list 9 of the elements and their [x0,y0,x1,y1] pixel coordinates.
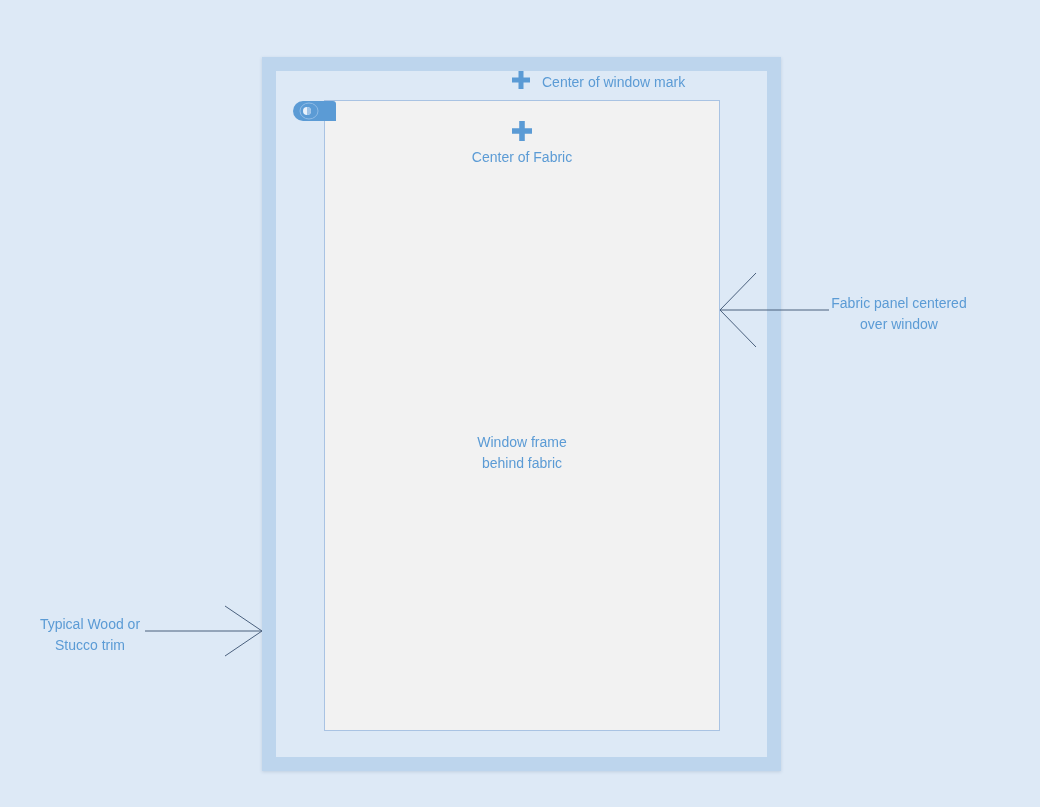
mark-label: Center of window mark [542,73,686,92]
callout-text: Typical Wood or Stucco trim [35,614,145,656]
callout-text: Fabric panel centered over window [829,293,969,335]
fabric-panel [324,100,720,731]
window-frame-label: Window frame behind fabric [476,433,568,473]
arrow [719,272,830,348]
arrow [144,605,263,657]
trim-frame [262,57,781,771]
fabric-center-label: Center of Fabric [471,148,573,167]
